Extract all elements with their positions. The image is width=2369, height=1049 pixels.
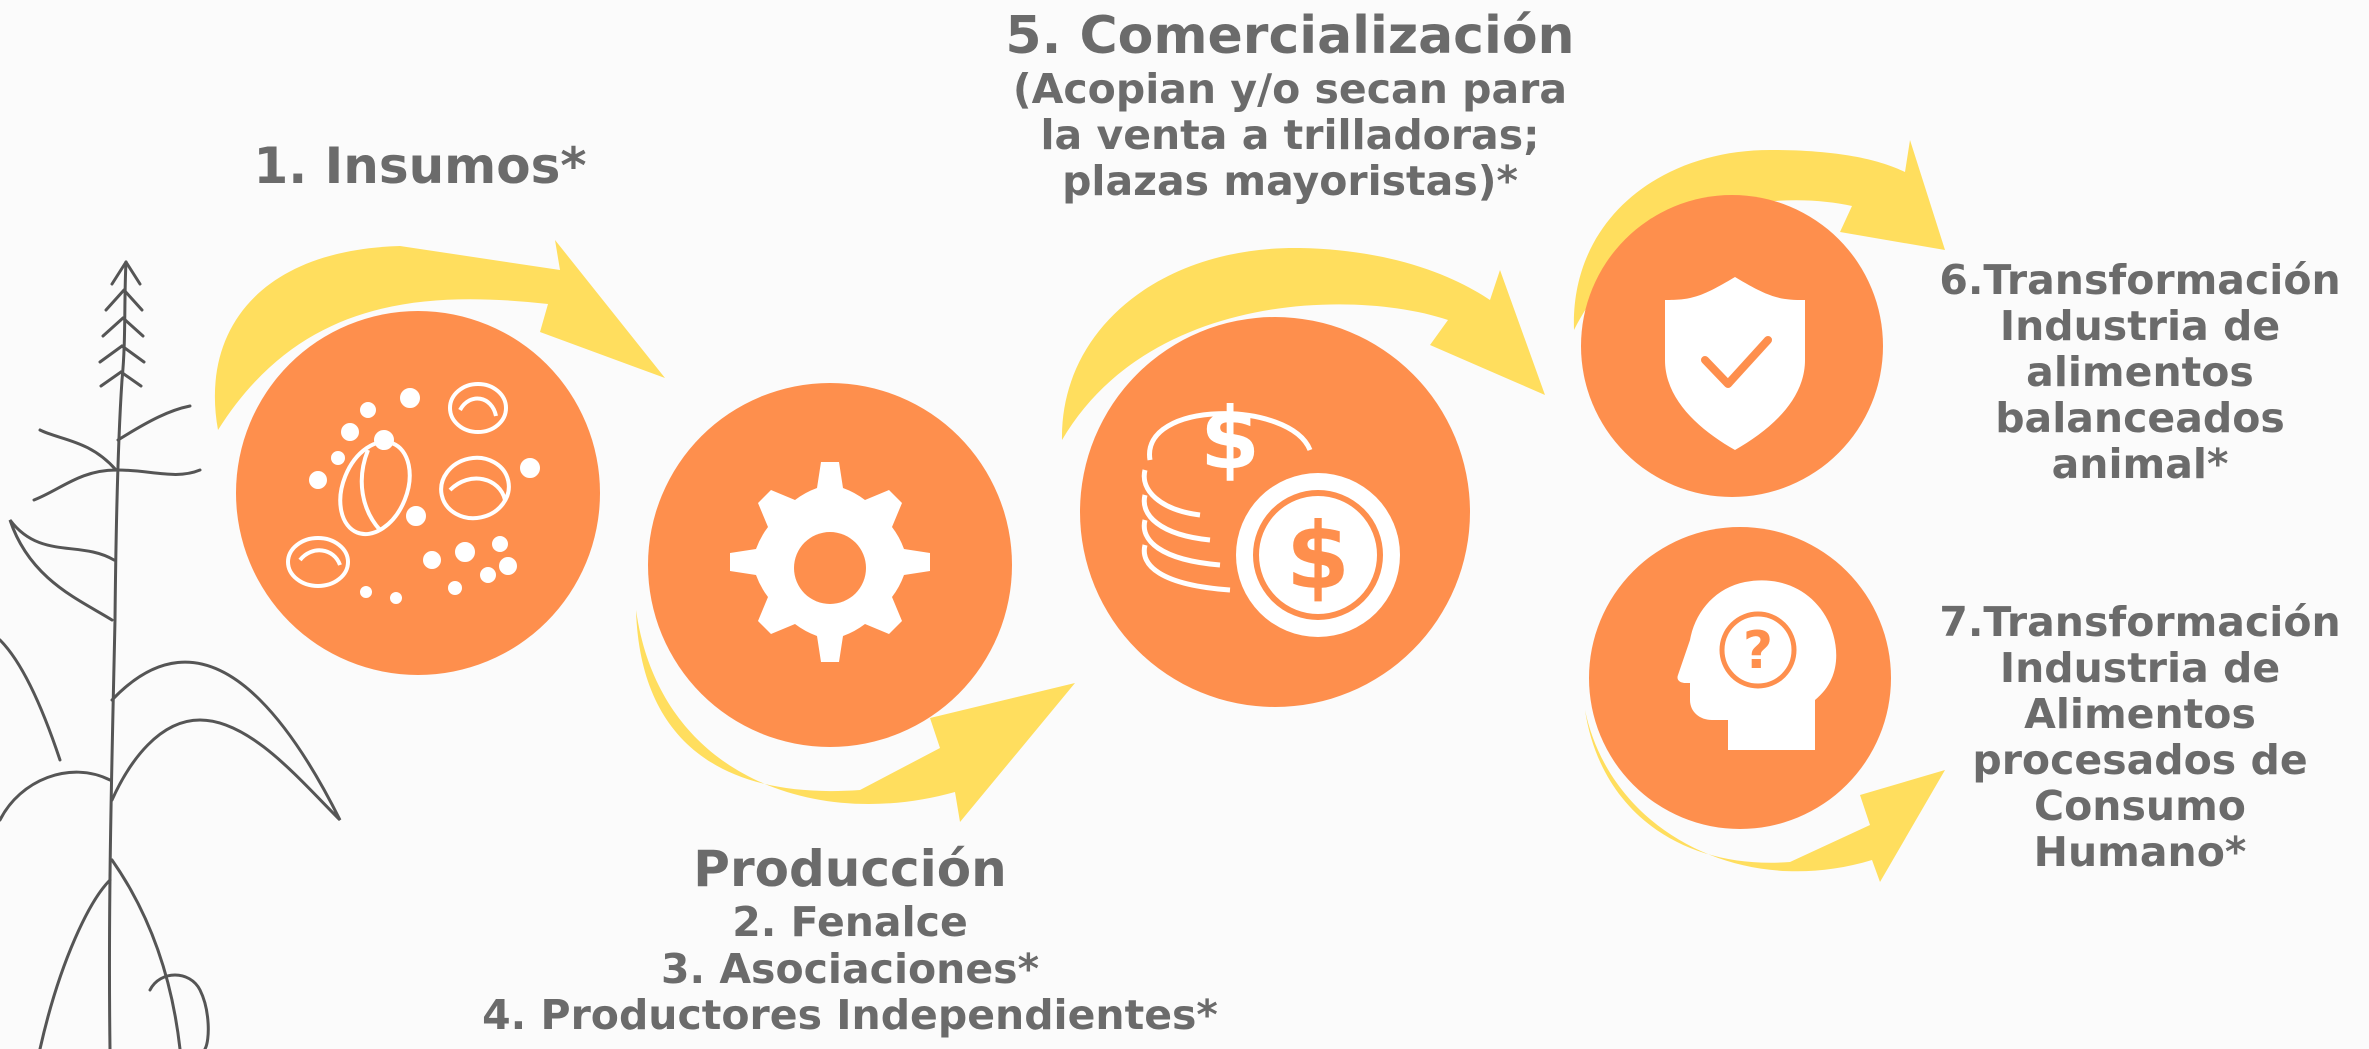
transformacion-7-line: Consumo — [2034, 781, 2246, 830]
transformacion-7-line: 7.Transformación — [1939, 598, 2341, 646]
step-transformacion-7-node: ? — [1585, 527, 1945, 882]
comercializacion-label: 5. Comercialización (Acopian y/o secan p… — [960, 6, 1620, 205]
transformacion-6-line: alimentos — [2026, 347, 2254, 396]
transformacion-7-line: procesados de — [1972, 735, 2308, 784]
transformacion-7-label: 7.Transformación Industria de Alimentos … — [1920, 598, 2360, 876]
seeds-icon — [286, 382, 540, 604]
corn-plant-illustration — [0, 260, 342, 1049]
svg-text:?: ? — [1743, 621, 1773, 681]
transformacion-6-line: 6.Transformación — [1939, 256, 2341, 304]
shield-check-icon — [1665, 277, 1805, 450]
comercializacion-subtitle-line: (Acopian y/o secan para — [1012, 65, 1568, 114]
circle-insumos — [236, 311, 600, 675]
transformacion-7-line: Industria de — [1999, 643, 2281, 692]
coins-dollar-icon: $ $ — [1141, 389, 1400, 637]
arrow-transformacion-6 — [1573, 140, 1945, 330]
produccion-item: 2. Fenalce — [732, 898, 968, 946]
comercializacion-subtitle-line: la venta a trilladoras; — [1040, 111, 1540, 160]
transformacion-6-label: 6.Transformación Industria de alimentos … — [1920, 256, 2360, 488]
arrow-produccion — [636, 610, 1075, 822]
arrow-comercializacion — [1061, 247, 1545, 440]
arrow-transformacion-7 — [1585, 710, 1945, 882]
transformacion-6-line: animal* — [2051, 439, 2229, 488]
produccion-item: 4. Productores Independientes* — [482, 991, 1218, 1040]
produccion-title: Producción — [693, 840, 1007, 898]
produccion-item: 3. Asociaciones* — [660, 944, 1040, 993]
head-question-icon: ? — [1677, 580, 1837, 750]
arrow-insumos — [214, 240, 665, 430]
transformacion-6-line: Industria de — [1999, 301, 2281, 350]
step-insumos-node — [214, 240, 665, 675]
step-comercializacion-node: $ $ — [1061, 247, 1545, 707]
comercializacion-subtitle-line: plazas mayoristas)* — [1062, 157, 1518, 206]
svg-text:$: $ — [1286, 503, 1350, 610]
svg-text:$: $ — [1200, 389, 1260, 489]
produccion-label: Producción 2. Fenalce 3. Asociaciones* 4… — [440, 840, 1260, 1039]
transformacion-7-line: Humano* — [2033, 827, 2247, 876]
step-produccion-node — [636, 383, 1075, 822]
transformacion-6-line: balanceados — [1995, 393, 2285, 442]
gear-icon — [730, 462, 930, 662]
insumos-label: 1. Insumos* — [253, 137, 587, 195]
comercializacion-title: 5. Comercialización — [1005, 6, 1575, 66]
transformacion-7-line: Alimentos — [2024, 689, 2256, 738]
step-transformacion-6-node — [1573, 140, 1945, 497]
